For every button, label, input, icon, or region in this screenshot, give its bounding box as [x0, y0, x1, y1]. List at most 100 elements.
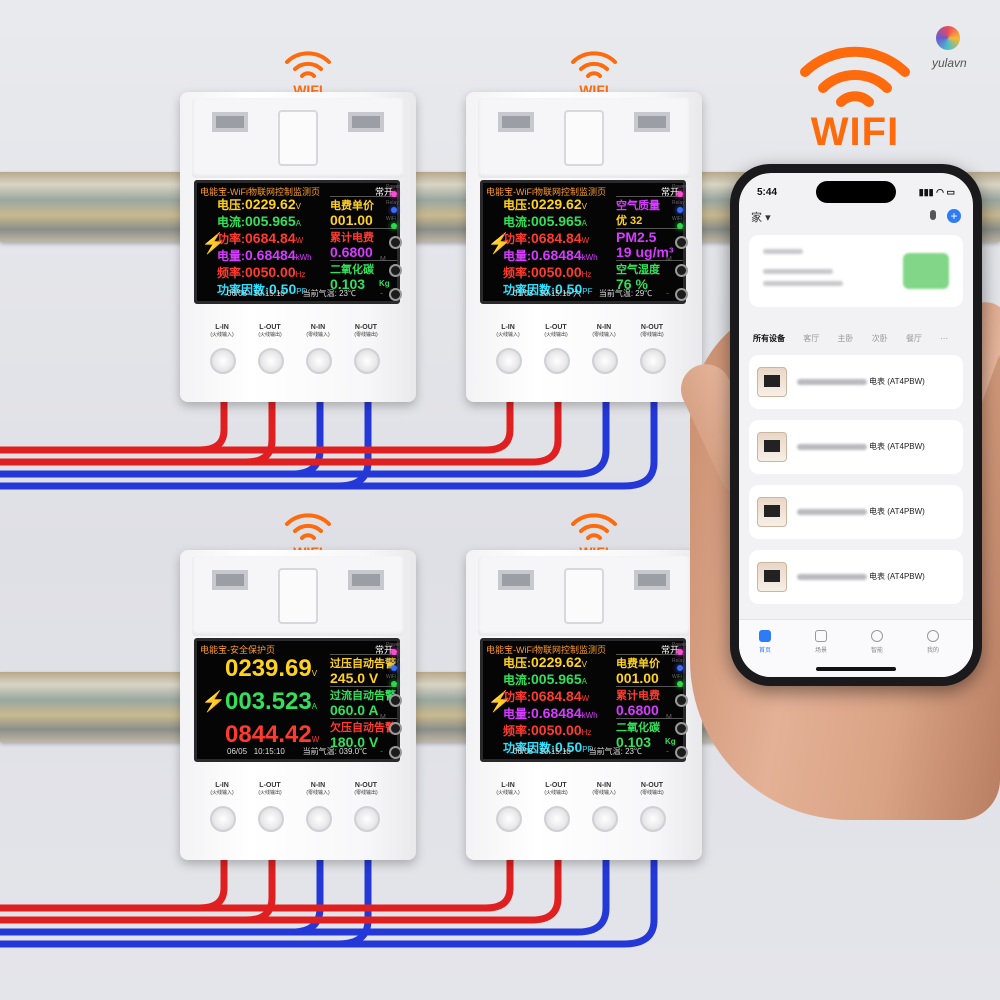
relay-mode: 常开 — [374, 187, 393, 197]
smartphone: 5:44 ▮▮▮ ◠ ▭ 家 ▾ + 所有设备 客厅 主卧 次卧 餐厅 ⋯ 电表… — [730, 164, 982, 686]
relay-mode: 常开 — [374, 645, 393, 655]
terminal-labels: L-IN(火线输入)L-OUT(火线输出)N-IN(零线输入)N-OUT(零线输… — [198, 324, 398, 338]
add-device-button[interactable]: + — [947, 209, 961, 223]
nav-scenes[interactable]: 场景 — [801, 630, 841, 654]
tab-dining-room[interactable]: 餐厅 — [905, 334, 922, 343]
bottom-nav: 首页 场景 智能 我的 — [739, 619, 973, 677]
wifi-icon — [285, 513, 331, 540]
terminal-screw[interactable] — [496, 806, 522, 832]
terminal-screw[interactable] — [592, 806, 618, 832]
home-selector[interactable]: 家 — [751, 212, 762, 224]
terminal-labels: L-IN(火线输入)L-OUT(火线输出)N-IN(零线输入)N-OUT(零线输… — [484, 782, 684, 796]
side-panel-text: 060.0 A — [330, 702, 379, 718]
mode-button[interactable] — [675, 722, 688, 735]
terminal-labels: L-IN(火线输入)L-OUT(火线输出)N-IN(零线输入)N-OUT(零线输… — [198, 782, 398, 796]
device-card[interactable]: 电表 (AT4PBW) — [749, 550, 963, 604]
lightning-icon: ⚡ — [201, 691, 226, 713]
room-tabs: 所有设备 客厅 主卧 次卧 餐厅 ⋯ — [753, 333, 963, 347]
device-card[interactable]: 电表 (AT4PBW) — [749, 485, 963, 539]
minus-button[interactable] — [675, 746, 688, 759]
nav-smart[interactable]: 智能 — [857, 630, 897, 654]
relay-led — [677, 665, 683, 671]
phone-screen: 5:44 ▮▮▮ ◠ ▭ 家 ▾ + 所有设备 客厅 主卧 次卧 餐厅 ⋯ 电表… — [739, 173, 973, 677]
side-panel-text: 19 ug/m³ — [616, 244, 674, 260]
terminal-screw[interactable] — [258, 348, 284, 374]
screen-footer: 06/05 10:15:10 当前气温: 23℃ — [513, 747, 642, 756]
microphone-icon[interactable] — [929, 210, 936, 220]
tab-second-bedroom[interactable]: 次卧 — [871, 334, 888, 343]
terminal-label: L-IN(火线输入) — [210, 782, 234, 796]
blue-wire — [0, 396, 610, 478]
side-panel-text: 0.6800 — [330, 244, 373, 260]
device-top-cover — [192, 556, 404, 636]
side-panel-text: 累计电费 — [330, 228, 397, 245]
minus-button[interactable] — [675, 288, 688, 301]
terminal-label: L-OUT(火线输出) — [544, 782, 568, 796]
power-led — [391, 649, 397, 655]
terminal-screw[interactable] — [306, 806, 332, 832]
mode-button[interactable] — [389, 722, 402, 735]
nav-me[interactable]: 我的 — [913, 630, 953, 654]
terminal-screw[interactable] — [544, 806, 570, 832]
side-panel-text: 电费单价 — [330, 196, 397, 213]
device-top-cover — [478, 98, 690, 178]
device-card[interactable]: 电表 (AT4PBW) — [749, 355, 963, 409]
terminal-label: N-IN(零线输入) — [306, 324, 330, 338]
reading-row: 频率:0050.00Hz — [503, 264, 592, 280]
wifi-icon — [285, 51, 331, 78]
lightning-icon: ⚡ — [201, 233, 226, 255]
screen-footer: 06/05 10:15:10 当前气温: 039.0℃ — [227, 747, 368, 756]
menu-button[interactable] — [389, 694, 402, 707]
red-wire — [0, 396, 228, 454]
menu-button[interactable] — [389, 236, 402, 249]
terminal-screw[interactable] — [592, 348, 618, 374]
logo-icon — [936, 26, 960, 50]
reading-row: 电流:005.965A — [503, 213, 587, 229]
app-header: 家 ▾ + — [751, 209, 961, 229]
minus-button[interactable] — [389, 746, 402, 759]
terminal-screw[interactable] — [306, 348, 332, 374]
wifi-badge: WIFI — [283, 48, 333, 98]
relay-led — [677, 207, 683, 213]
terminal-screw[interactable] — [544, 348, 570, 374]
mode-button[interactable] — [675, 264, 688, 277]
device-thumbnail — [757, 432, 787, 462]
side-panel-text: 空气湿度 — [616, 260, 683, 277]
mode-button[interactable] — [389, 264, 402, 277]
reading-row: 电流:005.965A — [217, 213, 301, 229]
terminal-screw[interactable] — [258, 806, 284, 832]
terminal-screw[interactable] — [640, 806, 666, 832]
device-name: 电表 (AT4PBW) — [797, 571, 925, 582]
wifi-icon — [800, 46, 910, 107]
reading-row: 频率:0050.00Hz — [217, 264, 306, 280]
terminal-screw[interactable] — [210, 348, 236, 374]
side-panel-text: 0.103 — [616, 734, 652, 750]
menu-button[interactable] — [675, 694, 688, 707]
menu-button[interactable] — [675, 236, 688, 249]
red-wire — [0, 396, 514, 454]
device-thumbnail — [757, 497, 787, 527]
terminal-screw[interactable] — [640, 348, 666, 374]
terminal-label: N-OUT(零线输出) — [354, 324, 378, 338]
tab-all-devices[interactable]: 所有设备 — [753, 334, 785, 343]
terminal-screw[interactable] — [354, 806, 380, 832]
more-icon[interactable]: ⋯ — [940, 334, 949, 343]
device-card[interactable]: 电表 (AT4PBW) — [749, 420, 963, 474]
screen-title: 电能宝-安全保护页 — [200, 645, 275, 655]
tab-living-room[interactable]: 客厅 — [803, 334, 820, 343]
terminal-screw[interactable] — [354, 348, 380, 374]
status-bar: 5:44 ▮▮▮ ◠ ▭ — [757, 187, 955, 201]
side-unit: Kg — [379, 279, 390, 288]
weather-banner[interactable] — [749, 235, 963, 307]
nav-home[interactable]: 首页 — [745, 630, 785, 654]
tab-master-bedroom[interactable]: 主卧 — [837, 334, 854, 343]
reading-row: 电压:0229.62V — [503, 654, 587, 670]
minus-button[interactable] — [389, 288, 402, 301]
wifi-led — [391, 223, 397, 229]
terminal-screw[interactable] — [210, 806, 236, 832]
terminal-screw[interactable] — [496, 348, 522, 374]
